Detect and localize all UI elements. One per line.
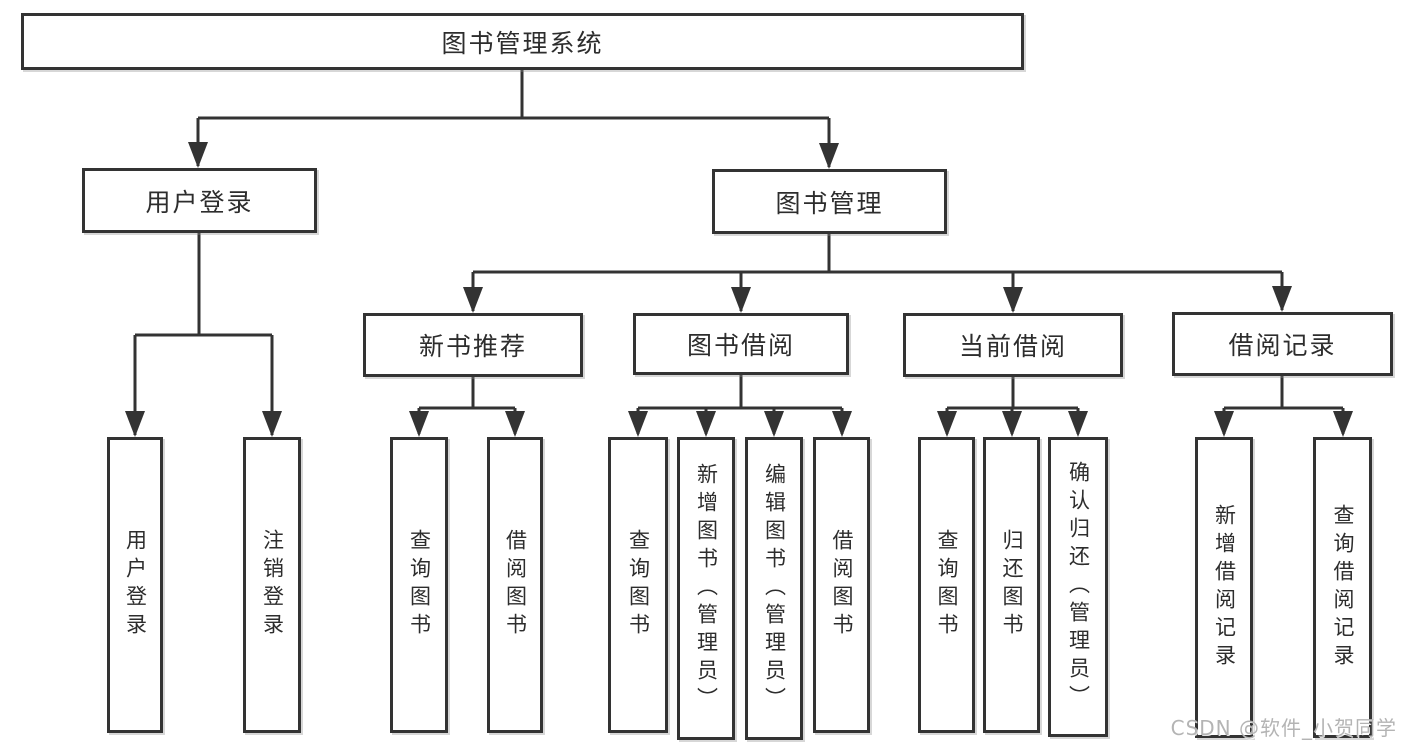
leaf-add-books-admin: 新增图书（管理员） <box>677 437 735 740</box>
arrowhead-icon <box>1333 411 1353 437</box>
connector-lines <box>133 70 1345 435</box>
arrowhead-icon <box>832 411 852 437</box>
arrowhead-icon <box>1214 411 1234 437</box>
arrowhead-icon <box>409 411 429 437</box>
node-current-borrowing: 当前借阅 <box>903 313 1123 377</box>
node-label: 编辑图书（管理员） <box>762 462 787 715</box>
leaf-borrow-books: 借阅图书 <box>487 437 543 733</box>
node-borrow-records: 借阅记录 <box>1172 312 1393 376</box>
arrowhead-icon <box>764 411 784 437</box>
csdn-watermark: CSDN @软件_小贺同学 <box>1170 716 1397 740</box>
arrowhead-icon <box>463 287 483 313</box>
arrowhead-icon <box>628 411 648 437</box>
node-label: 查询图书 <box>935 529 959 641</box>
leaf-confirm-return-admin: 确认归还（管理员） <box>1048 437 1108 737</box>
node-user-login: 用户登录 <box>82 168 317 233</box>
arrowhead-icon <box>505 411 525 437</box>
leaf-query-books: 查询图书 <box>918 437 975 733</box>
node-label: 查询图书 <box>407 529 432 641</box>
arrowhead-icon <box>1272 286 1292 312</box>
node-label: 归还图书 <box>1000 529 1024 641</box>
arrowhead-icon <box>937 411 957 437</box>
arrowheads <box>125 142 1353 437</box>
node-label: 借阅图书 <box>503 529 528 641</box>
arrowhead-icon <box>125 411 145 437</box>
node-label: 确认归还（管理员） <box>1066 461 1091 713</box>
leaf-return-books: 归还图书 <box>983 437 1040 733</box>
node-book-management: 图书管理 <box>712 169 947 234</box>
node-library-management-system: 图书管理系统 <box>21 13 1024 70</box>
node-book-borrowing: 图书借阅 <box>633 313 849 375</box>
node-label: 注销登录 <box>260 529 285 641</box>
node-label: 借阅记录 <box>1228 331 1337 360</box>
node-label: 查询图书 <box>626 529 651 641</box>
node-label: 新书推荐 <box>418 332 527 361</box>
node-label: 图书管理 <box>775 188 884 218</box>
arrowhead-icon <box>731 287 751 313</box>
node-label: 借阅图书 <box>830 529 854 641</box>
arrowhead-icon <box>819 143 839 169</box>
node-label: 图书管理系统 <box>441 28 604 58</box>
node-label: 查询借阅记录 <box>1331 503 1355 672</box>
leaf-add-borrow-record: 新增借阅记录 <box>1195 437 1253 738</box>
leaf-query-books: 查询图书 <box>608 437 668 733</box>
node-label: 用户登录 <box>145 187 254 217</box>
arrowhead-icon <box>188 142 208 168</box>
node-label: 用户登录 <box>123 529 148 641</box>
arrowhead-icon <box>1002 411 1022 437</box>
leaf-edit-books-admin: 编辑图书（管理员） <box>745 437 803 740</box>
node-label: 图书借阅 <box>686 331 795 360</box>
leaf-query-borrow-record: 查询借阅记录 <box>1313 437 1372 738</box>
arrowhead-icon <box>1003 287 1023 313</box>
node-label: 当前借阅 <box>958 332 1067 361</box>
leaf-borrow-books: 借阅图书 <box>813 437 870 733</box>
leaf-logout: 注销登录 <box>243 437 301 733</box>
arrowhead-icon <box>696 411 716 437</box>
leaf-query-books: 查询图书 <box>390 437 448 733</box>
leaf-user-login: 用户登录 <box>107 437 163 733</box>
arrowhead-icon <box>1068 411 1088 437</box>
node-label: 新增借阅记录 <box>1212 503 1237 672</box>
node-label: 新增图书（管理员） <box>694 462 719 715</box>
arrowhead-icon <box>262 411 282 437</box>
node-new-book-recommend: 新书推荐 <box>363 313 583 377</box>
